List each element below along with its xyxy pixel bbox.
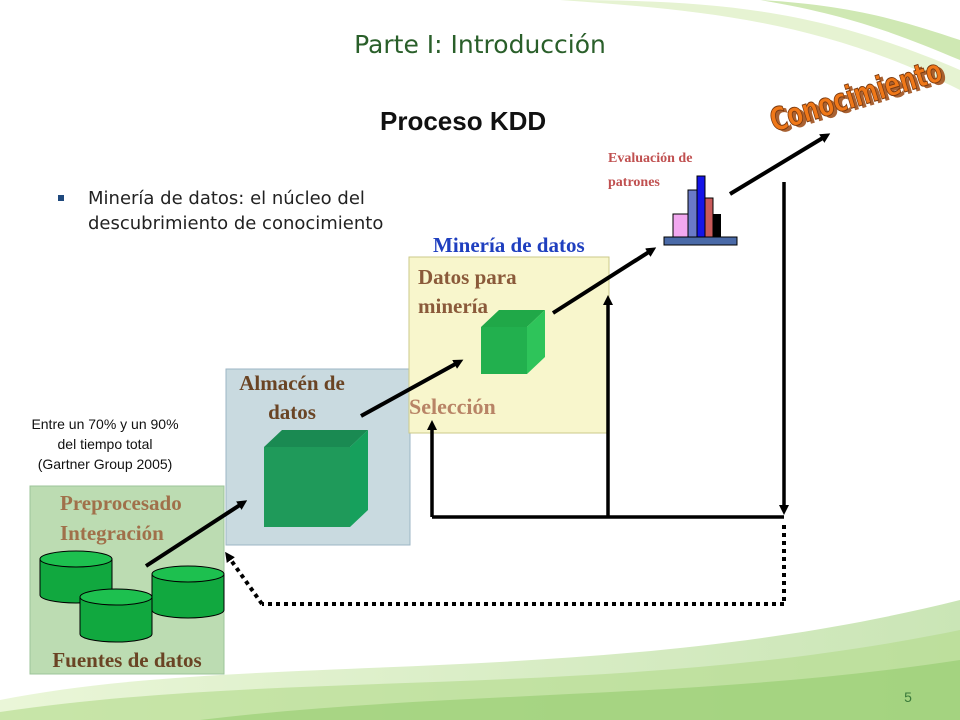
- arrow-mining-data-to-mining: [551, 247, 657, 315]
- diagram-title: Proceso KDD: [380, 106, 547, 136]
- mining-data-cube: [481, 310, 545, 374]
- bullet-text: Minería de datos: el núcleo del descubri…: [88, 188, 384, 234]
- page-number: 5: [904, 689, 912, 705]
- label-selection: Selección: [409, 394, 496, 419]
- database-cylinder: [79, 588, 153, 643]
- background-swoosh-top: [560, 0, 960, 90]
- slide-title: Parte I: Introducción: [354, 30, 606, 59]
- database-cylinder: [151, 565, 225, 619]
- pattern-chart-icon: [663, 175, 738, 246]
- label-preprocessing-integration: Preprocesado Integración: [60, 491, 182, 545]
- arrow-warehouse-to-selection: [360, 359, 464, 418]
- label-pattern-evaluation: Evaluación de patrones: [608, 151, 693, 190]
- time-share-note: Entre un 70% y un 90% del tiempo total (…: [31, 416, 179, 472]
- warehouse-cube: [264, 430, 368, 527]
- label-mining-data: Datos para minería: [418, 265, 517, 318]
- knowledge-word-art: Conocimiento Conocimiento: [765, 51, 951, 142]
- arrow-sources-to-warehouse: [144, 500, 248, 568]
- svg-text:Conocimiento: Conocimiento: [765, 51, 946, 139]
- label-data-mining: Minería de datos: [433, 233, 585, 257]
- bullet-square-icon: [58, 195, 64, 201]
- background-swoosh-bottom: [0, 600, 960, 720]
- feedback-dotted-to-sources: [225, 551, 264, 606]
- label-data-warehouse: Almacén de datos: [239, 371, 345, 424]
- arrow-evaluation-to-knowledge: [728, 133, 831, 196]
- label-data-sources: Fuentes de datos: [52, 648, 202, 672]
